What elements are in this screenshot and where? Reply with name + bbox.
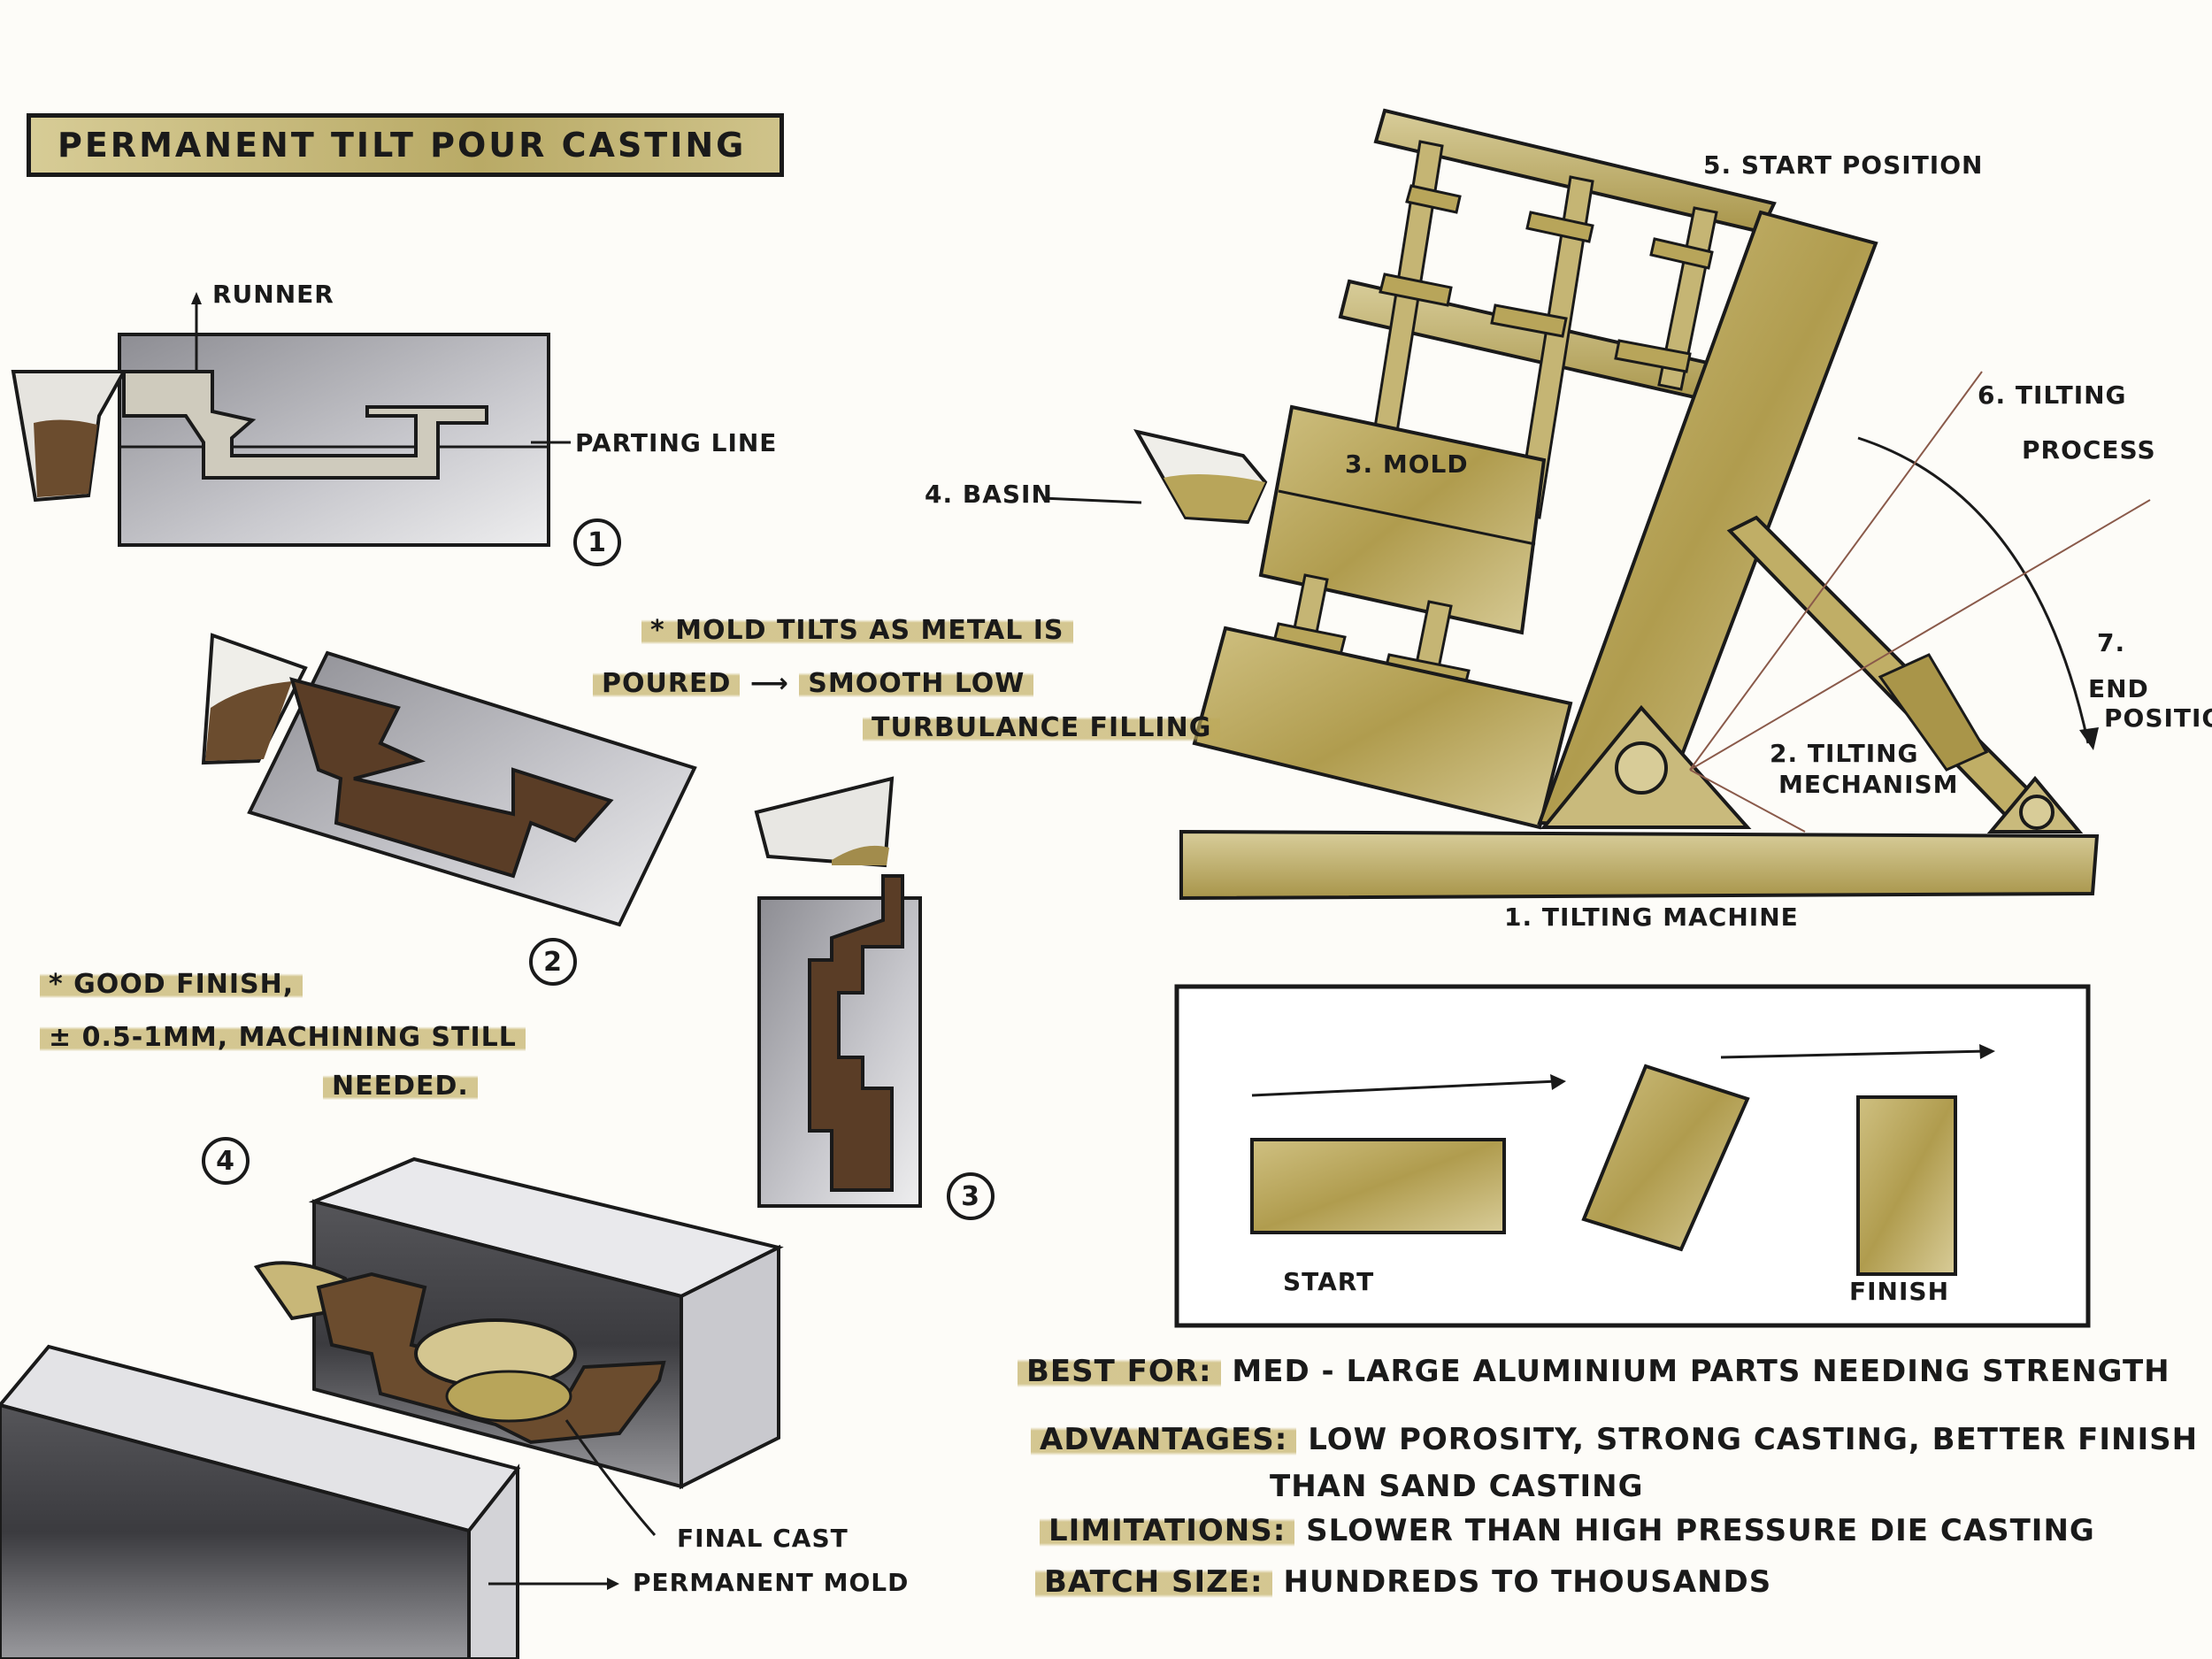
step-3-marker: 3 [947,1172,995,1220]
info-limitations: LIMITATIONS: SLOWER THAN HIGH PRESSURE D… [1040,1513,2095,1548]
label-final-cast: FINAL CAST [677,1524,849,1553]
note-finish-line-2: ± 0.5-1mm, MACHINING STILL [40,1022,526,1053]
note-tilt-line-1: * MOLD TILTS AS METAL IS [641,615,1073,646]
label-mold: 3. MOLD [1345,449,1469,479]
info-best-for-key: BEST FOR: [1018,1354,1221,1389]
info-batch-size-value: HUNDREDS TO THOUSANDS [1283,1564,1772,1600]
diagram-4-final-cast [0,1156,784,1659]
note-finish-line-3: NEEDED. [323,1071,478,1102]
label-start: START [1283,1267,1375,1296]
info-advantages-value: LOW POROSITY, STRONG CASTING, BETTER FIN… [1308,1422,2199,1457]
step-3-label: 3 [961,1180,980,1212]
note-tilt-line-2: POURED ⟶ SMOOTH LOW [593,668,1034,699]
label-runner: RUNNER [212,280,334,309]
label-tilting-process-1: 6. TILTING [1978,380,2127,410]
tilt-sequence-box [1174,984,2091,1328]
note-tilt-line-3: TURBULANCE FILLING [863,712,1221,743]
info-best-for: BEST FOR: MED - LARGE ALUMINIUM PARTS NE… [1018,1354,2170,1389]
label-end-position-3: POSITION [2104,703,2212,733]
step-1-marker: 1 [573,518,621,566]
step-2-marker: 2 [529,938,577,986]
note-tilt-poured: POURED [593,668,741,699]
info-advantages-cont: THAN SAND CASTING [1270,1469,1644,1504]
page-title: PERMANENT TILT POUR CASTING [58,126,747,165]
step-4-marker: 4 [202,1137,250,1185]
step-2-label: 2 [543,946,563,978]
label-end-position-2: END [2088,674,2149,703]
label-basin: 4. BASIN [925,480,1053,509]
info-limitations-value: SLOWER THAN HIGH PRESSURE DIE CASTING [1306,1513,2095,1548]
step-1-label: 1 [588,526,607,558]
info-best-for-value: MED - LARGE ALUMINIUM PARTS NEEDING STRE… [1232,1354,2170,1389]
note-finish-line-1: * GOOD FINISH, [40,969,303,1000]
title-box: PERMANENT TILT POUR CASTING [27,113,784,177]
note-tilt-smooth: SMOOTH LOW [799,668,1034,699]
step-4-label: 4 [216,1145,235,1177]
label-tilting-mechanism-1: 2. TILTING [1770,739,1919,768]
label-tilting-process-2: PROCESS [2022,435,2156,465]
info-batch-size-key: BATCH SIZE: [1035,1564,1272,1600]
info-limitations-key: LIMITATIONS: [1040,1513,1295,1548]
label-end-position-1: 7. [2097,628,2126,657]
label-tilting-machine: 1. TILTING MACHINE [1504,902,1799,932]
label-tilting-mechanism-2: MECHANISM [1778,770,1959,799]
diagram-2-tilted-mold [201,633,697,927]
diagram-3-vertical-mold [754,776,922,1208]
diagram-1-mold-section [11,292,571,547]
label-parting-line: PARTING LINE [575,428,778,457]
label-permanent-mold: PERMANENT MOLD [633,1568,910,1597]
arrow-icon: ⟶ [749,668,800,699]
info-advantages-key: ADVANTAGES: [1031,1422,1297,1457]
tilting-machine-drawing [1041,108,2151,901]
label-start-position: 5. START POSITION [1703,150,1984,180]
info-advantages: ADVANTAGES: LOW POROSITY, STRONG CASTING… [1031,1422,2198,1457]
label-finish: FINISH [1849,1277,1949,1306]
info-batch-size: BATCH SIZE: HUNDREDS TO THOUSANDS [1035,1564,1771,1600]
